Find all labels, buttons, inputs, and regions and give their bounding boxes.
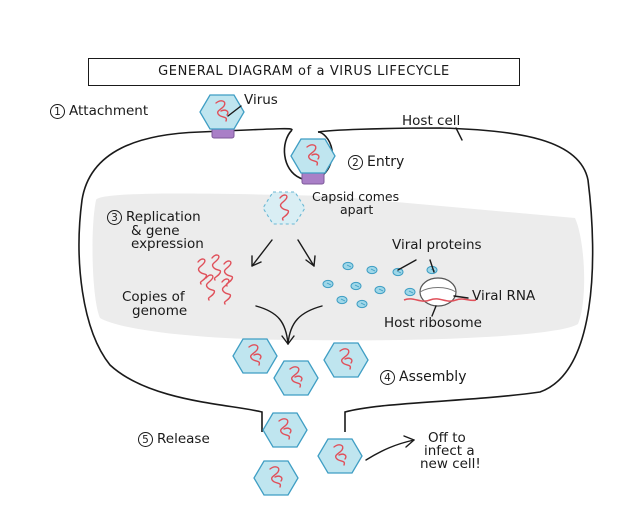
diagram-title-box: GENERAL DIAGRAM of a VIRUS LIFECYCLE — [88, 58, 520, 86]
copies-label-line: genome — [132, 303, 188, 319]
virion-entering — [290, 138, 336, 174]
step-label: expression — [131, 236, 204, 252]
off-label-line: Off to — [428, 430, 466, 446]
step-entry: 2 Entry — [348, 155, 404, 170]
off-label-line: infect a — [424, 443, 475, 459]
virion-assembled — [273, 360, 319, 396]
cytoplasm-region — [92, 193, 585, 341]
arrows — [227, 105, 469, 461]
step-label: Assembly — [399, 369, 467, 385]
host-cell-label: Host cell — [402, 113, 461, 129]
step-label: Entry — [367, 154, 405, 170]
receptor-entry — [301, 171, 325, 185]
capsid-breaking-apart — [262, 191, 306, 225]
step-label: Replication — [126, 209, 201, 225]
viral-rna-label: Viral RNA — [472, 288, 536, 304]
step-label: Release — [157, 431, 210, 447]
step-number: 4 — [380, 370, 395, 385]
viral-proteins-label: Viral proteins — [392, 237, 482, 253]
capsid-label-line: Capsid comes — [312, 189, 400, 204]
virus-label: Virus — [244, 92, 278, 108]
copies-label-line: Copies of — [122, 289, 185, 305]
host-ribosome — [419, 265, 457, 307]
step-number: 2 — [348, 155, 363, 170]
step-label: Attachment — [69, 103, 149, 119]
capsid-label-line: apart — [340, 202, 374, 217]
off-label-line: new cell! — [420, 456, 481, 472]
virion-released — [253, 460, 299, 496]
host-ribosome-label: Host ribosome — [384, 315, 482, 331]
diagram-title: GENERAL DIAGRAM of a VIRUS LIFECYCLE — [158, 64, 450, 79]
virion-released — [317, 438, 363, 474]
viral-rna-strand — [403, 298, 477, 302]
step-number: 3 — [107, 210, 122, 225]
virion-assembled — [323, 342, 369, 378]
step-label: & gene — [131, 223, 180, 239]
step-number: 1 — [50, 104, 65, 119]
step-assembly: 4 Assembly — [380, 370, 466, 385]
virion-assembled — [232, 338, 278, 374]
step-number: 5 — [138, 432, 153, 447]
virion-attached — [199, 94, 245, 130]
step-release: 5 Release — [138, 432, 210, 447]
step-attachment: 1 Attachment — [50, 104, 148, 119]
virion-released — [262, 412, 308, 448]
